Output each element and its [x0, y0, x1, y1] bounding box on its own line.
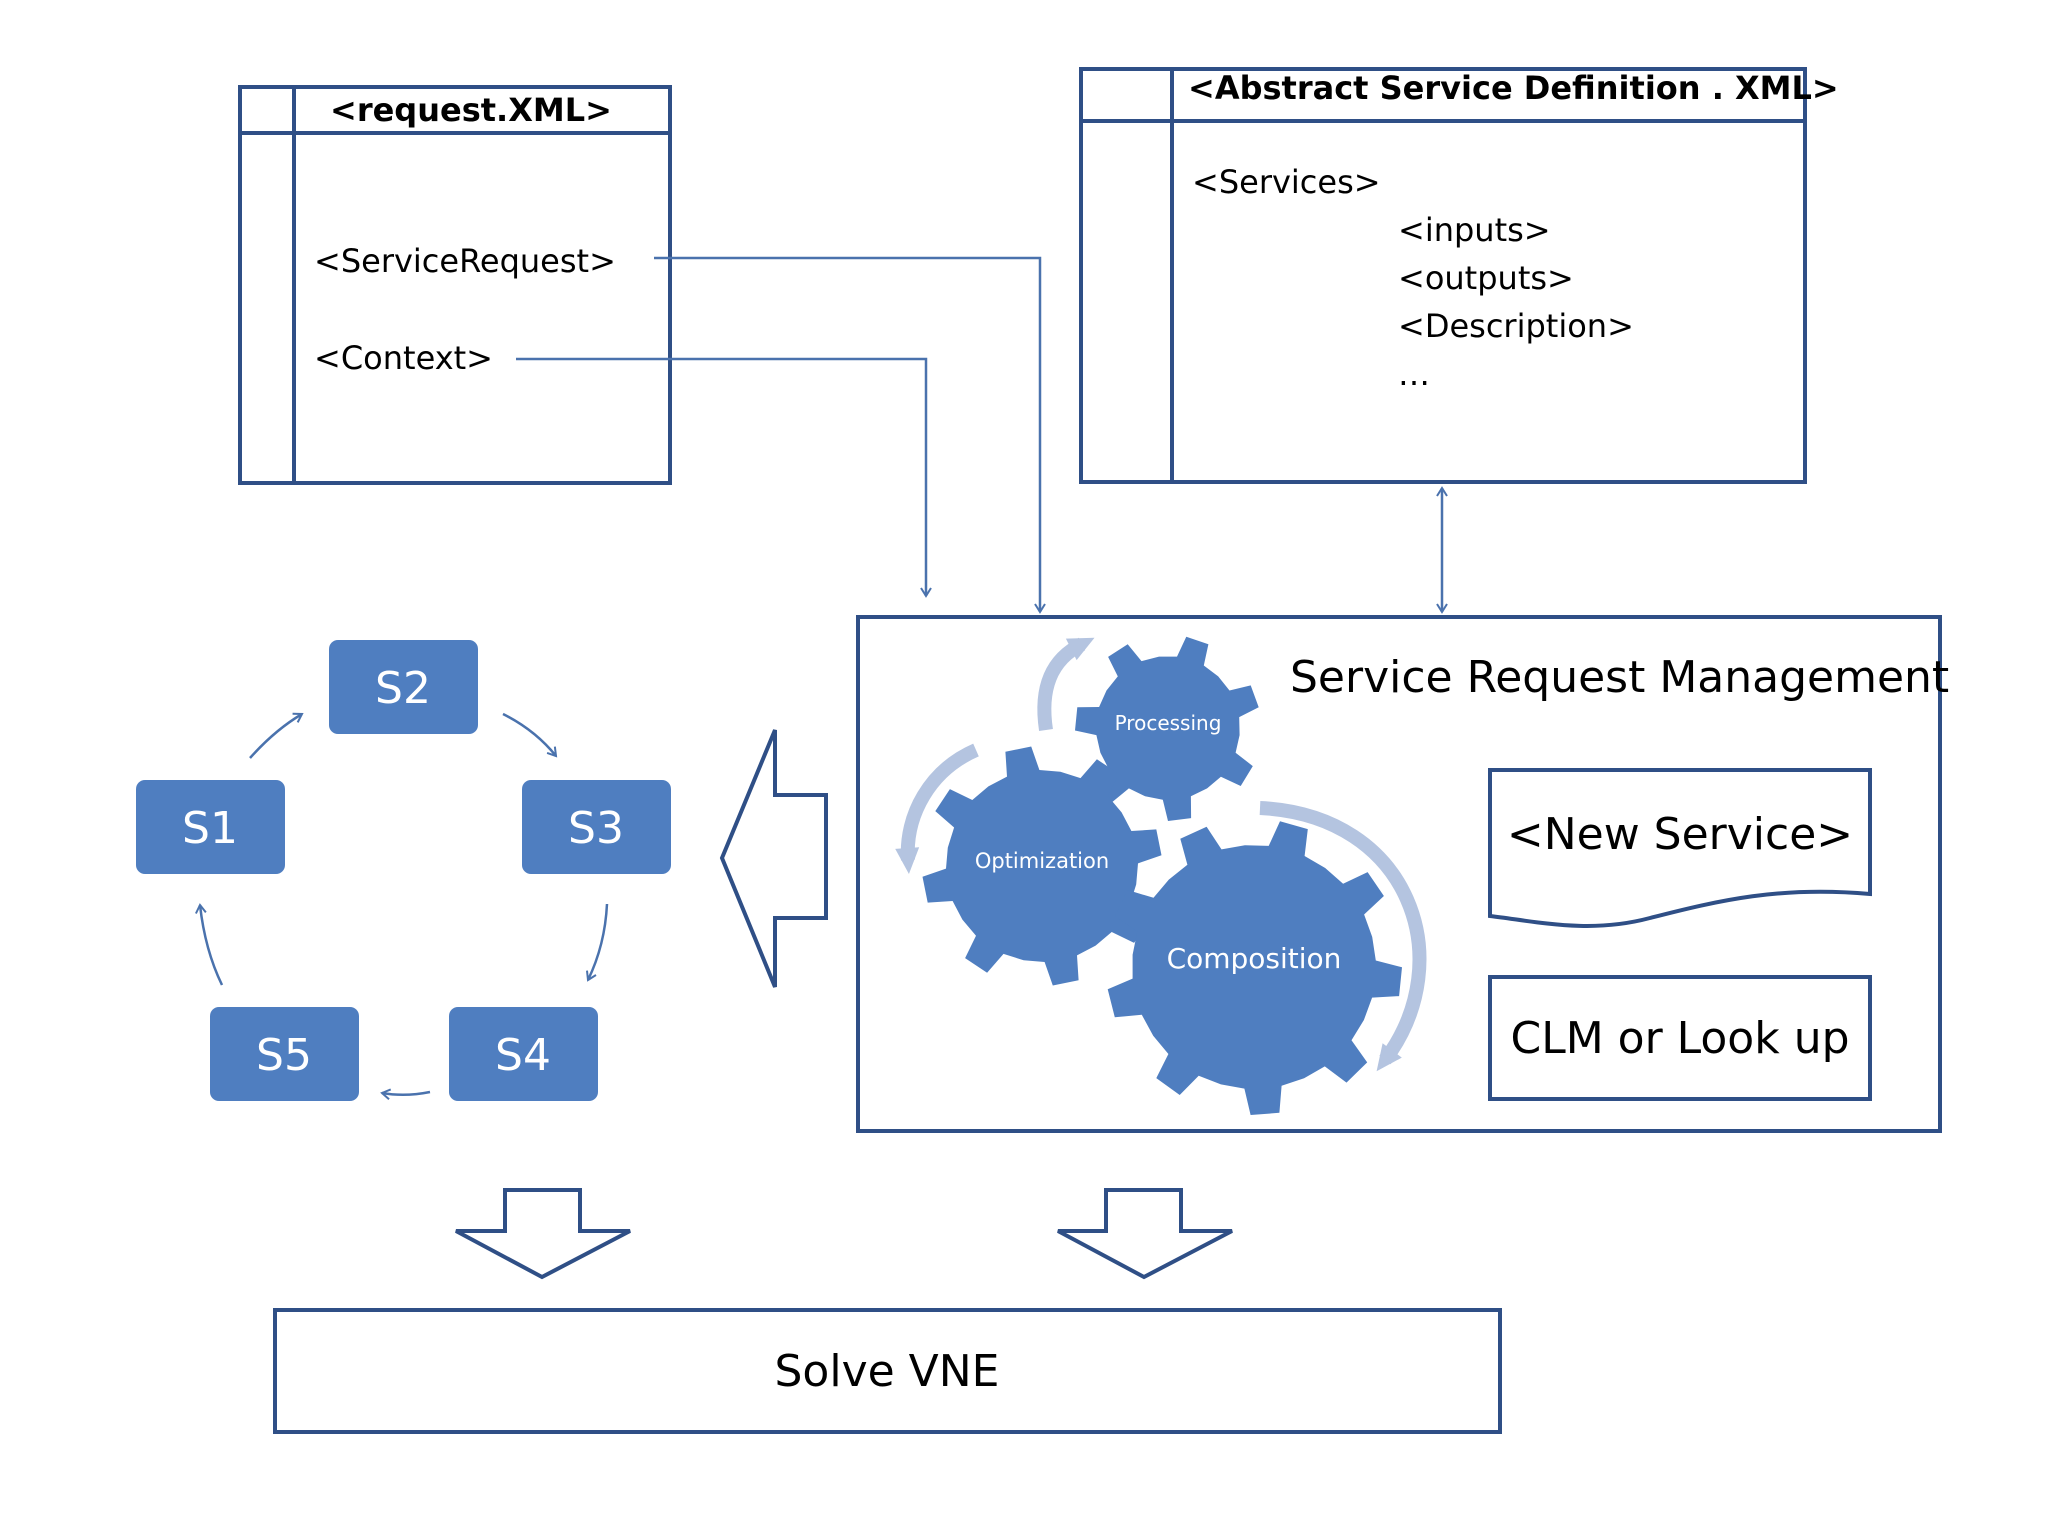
solve-vne-label: Solve VNE: [775, 1346, 1000, 1397]
optimization-gear-icon: [922, 746, 1162, 986]
gear-shape: [1107, 821, 1402, 1115]
composition-cycle-arrow: [1259, 801, 1427, 1072]
clm-box: [1488, 975, 1872, 1101]
composition-label: Composition: [1167, 942, 1342, 975]
gear-shape: [1075, 636, 1259, 821]
cycle-node-s4: [449, 1007, 598, 1101]
cycle-node-s3-label: S3: [568, 803, 624, 854]
clm-label: CLM or Look up: [1510, 1013, 1849, 1064]
abstract-service-frame: [1079, 67, 1807, 484]
cycle-node-s2-label: S2: [375, 663, 431, 714]
cycle-arrow-s4-s5: [380, 1088, 431, 1101]
cycle-node-s1: [136, 780, 285, 874]
request-xml-box: <request.XML> <ServiceRequest> <Context>: [238, 85, 672, 485]
service-cycle: S2 S1 S3 S4 S5: [136, 640, 671, 1101]
composition-gear-icon: [1107, 821, 1402, 1115]
new-service-document: [1488, 768, 1872, 928]
srm-to-cycle-arrow: [719, 729, 828, 988]
abstract-service-box: <Abstract Service Definition . XML> <Ser…: [1079, 67, 1839, 484]
context-connector: [516, 357, 932, 598]
srm-to-solve-arrow: [1057, 1188, 1233, 1280]
request-xml-title: <request.XML>: [330, 91, 612, 129]
srm-title: Service Request Management: [1290, 652, 1949, 703]
cycle-node-s4-label: S4: [495, 1030, 551, 1081]
request-xml-frame: [238, 85, 672, 485]
gear-shape: [922, 746, 1162, 986]
inputs-label: <inputs>: [1398, 211, 1551, 249]
service-request-label: <ServiceRequest>: [314, 242, 616, 280]
cycle-node-s3: [522, 780, 671, 874]
cycle-to-solve-arrow: [455, 1188, 631, 1280]
cycle-arrow-s1-s2: [249, 712, 304, 759]
ellipsis-label: …: [1398, 355, 1430, 393]
description-label: <Description>: [1398, 307, 1634, 345]
outputs-label: <outputs>: [1398, 259, 1574, 297]
optimization-cycle-arrow: [895, 743, 979, 874]
srm-box: Service Request Management Processing Op…: [856, 615, 1949, 1133]
cycle-arrow-s3-s4: [586, 903, 609, 982]
processing-cycle-arrow: [1037, 637, 1095, 732]
cycle-node-s1-label: S1: [182, 803, 238, 854]
cycle-arrow-s2-s3: [502, 712, 558, 758]
solve-vne-box: [273, 1308, 1502, 1434]
processing-gear-icon: [1075, 636, 1259, 821]
cycle-arrow-s5-s1: [195, 903, 224, 986]
new-service-label: <New Service>: [1507, 809, 1853, 860]
optimization-label: Optimization: [975, 849, 1109, 873]
processing-label: Processing: [1115, 711, 1222, 735]
service-request-connector: [654, 256, 1046, 614]
cycle-node-s5-label: S5: [256, 1030, 312, 1081]
cycle-node-s5: [210, 1007, 359, 1101]
services-label: <Services>: [1192, 163, 1381, 201]
context-label: <Context>: [314, 339, 493, 377]
cycle-node-s2: [329, 640, 478, 734]
abstract-service-title: <Abstract Service Definition . XML>: [1188, 69, 1839, 107]
